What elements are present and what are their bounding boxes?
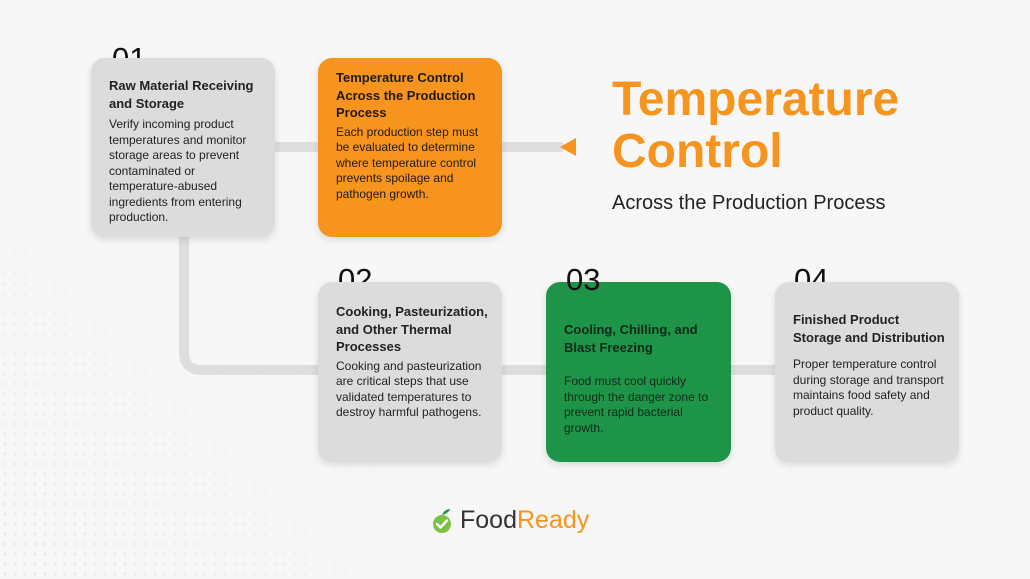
- page-subtitle: Across the Production Process: [612, 192, 886, 214]
- step-description: Food must cool quickly through the dange…: [564, 374, 709, 435]
- logo-text-ready: Ready: [516, 506, 590, 534]
- step-description: Proper temperature control during storag…: [793, 357, 944, 418]
- foodready-logo: FoodReady: [430, 506, 589, 535]
- apple-icon: [433, 508, 451, 533]
- step-card-cooking: Cooking, Pasteurization, and Other Therm…: [318, 282, 502, 462]
- page-title: Temperature Control: [612, 73, 900, 178]
- step-title: Temperature Control Across the Productio…: [336, 70, 476, 120]
- step-description: Cooking and pasteurization are critical …: [336, 358, 482, 420]
- step-card-temperature-control: Temperature Control Across the Productio…: [318, 58, 502, 237]
- logo-text-food: Food: [460, 506, 517, 534]
- connector-line-bottom: [179, 227, 785, 375]
- step-title: Raw Material Receiving and Storage: [109, 78, 254, 111]
- step-description: Verify incoming product temperatures and…: [109, 117, 247, 224]
- step-description: Each production step must be evaluated t…: [336, 124, 479, 201]
- arrow-left-icon: [560, 138, 576, 156]
- step-title: Cooking, Pasteurization, and Other Therm…: [336, 304, 488, 354]
- step-title: Cooling, Chilling, and Blast Freezing: [564, 322, 698, 355]
- step-number-03: 03: [566, 262, 601, 297]
- logo-text: FoodReady: [460, 506, 589, 535]
- step-card-cooling: Cooling, Chilling, and Blast Freezing Fo…: [546, 282, 731, 462]
- step-title: Finished Product Storage and Distributio…: [793, 312, 945, 345]
- step-card-raw-material: Raw Material Receiving and Storage Verif…: [91, 58, 275, 237]
- step-card-finished-product: Finished Product Storage and Distributio…: [775, 282, 959, 462]
